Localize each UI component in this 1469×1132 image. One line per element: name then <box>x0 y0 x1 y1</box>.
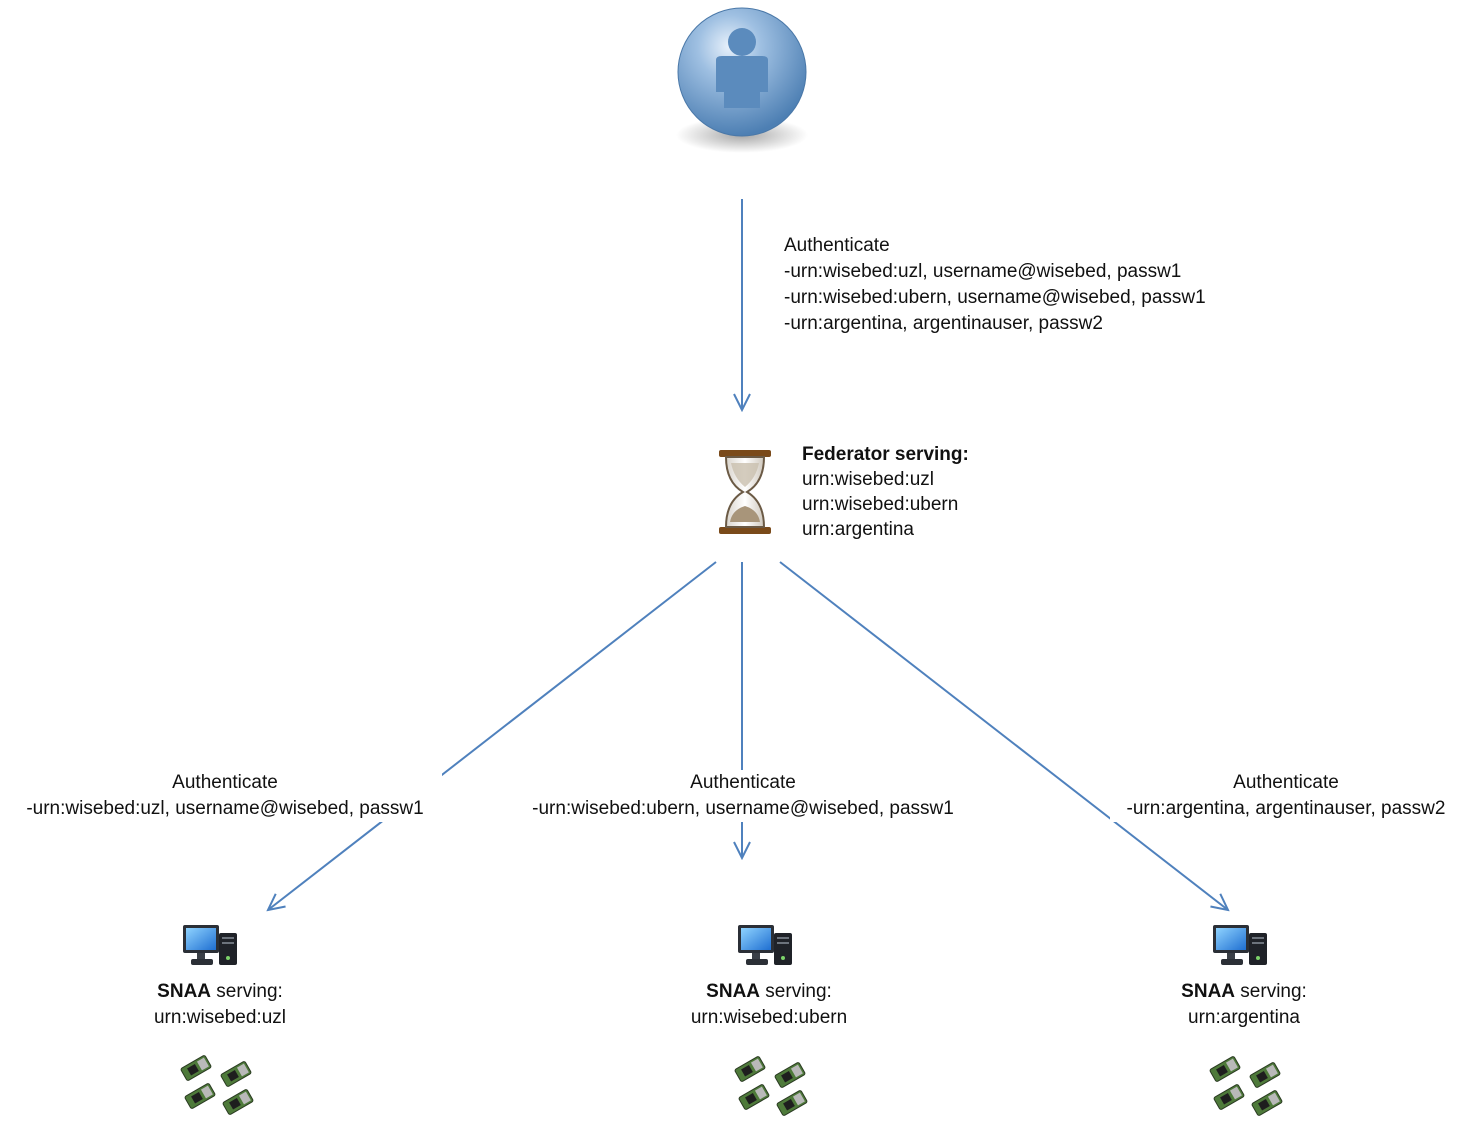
top-request-label: Authenticate -urn:wisebed:uzl, username@… <box>784 233 1206 337</box>
sensor-node-icon <box>220 1061 252 1087</box>
computer-icon <box>738 925 792 965</box>
sensor-node-icon <box>776 1090 808 1116</box>
edge-label-ubern: Authenticate -urn:wisebed:ubern, usernam… <box>512 770 974 822</box>
edge-title: Authenticate <box>1233 772 1339 793</box>
top-request-line: -urn:wisebed:ubern, username@wisebed, pa… <box>784 287 1206 308</box>
edge-line: -urn:argentina, argentinauser, passw2 <box>1126 798 1446 819</box>
top-request-line: -urn:wisebed:uzl, username@wisebed, pass… <box>784 261 1182 282</box>
sensor-node-icon <box>1251 1090 1283 1116</box>
snaa-urn: urn:argentina <box>1188 1007 1300 1028</box>
federator-label: Federator serving: urn:wisebed:uzl urn:w… <box>802 442 969 542</box>
snaa-urn: urn:wisebed:uzl <box>153 1007 287 1028</box>
edge-line: -urn:wisebed:ubern, username@wisebed, pa… <box>532 798 954 819</box>
federator-urn: urn:wisebed:ubern <box>802 494 959 515</box>
sensor-node-icon <box>1249 1062 1281 1088</box>
snaa-name: SNAA <box>706 981 761 1002</box>
snaa-label-uzl: SNAA serving: urn:wisebed:uzl <box>110 979 330 1031</box>
snaa-serving: serving: <box>760 981 832 1002</box>
snaa-urn: urn:wisebed:ubern <box>690 1007 848 1028</box>
edge-label-uzl: Authenticate -urn:wisebed:uzl, username@… <box>8 770 442 822</box>
sensor-nodes-icon <box>180 1055 254 1115</box>
sensor-node-icon <box>774 1062 806 1088</box>
snaa-name: SNAA <box>1181 981 1236 1002</box>
snaa-serving: serving: <box>1235 981 1307 1002</box>
sensor-nodes-icon <box>1209 1056 1283 1116</box>
edge-line: -urn:wisebed:uzl, username@wisebed, pass… <box>26 798 424 819</box>
snaa-label-argentina: SNAA serving: urn:argentina <box>1134 979 1354 1031</box>
edge-title: Authenticate <box>172 772 278 793</box>
sensor-node-icon <box>184 1083 216 1109</box>
snaa-serving: serving: <box>211 981 283 1002</box>
sensor-node-icon <box>1213 1084 1245 1110</box>
computer-icon <box>1213 925 1267 965</box>
sensor-node-icon <box>1209 1056 1241 1082</box>
snaa-label-ubern: SNAA serving: urn:wisebed:ubern <box>659 979 879 1031</box>
edge-title: Authenticate <box>690 772 796 793</box>
top-request-line: -urn:argentina, argentinauser, passw2 <box>784 313 1103 334</box>
arrow-federator-to-snaa-argentina <box>779 561 1228 910</box>
arrow-federator-to-snaa-uzl <box>268 561 717 910</box>
hourglass-icon <box>719 450 771 534</box>
user-icon <box>676 7 808 153</box>
sensor-nodes-icon <box>734 1056 808 1116</box>
sensor-node-icon <box>180 1055 212 1081</box>
snaa-name: SNAA <box>157 981 212 1002</box>
federator-heading: Federator serving: <box>802 444 969 465</box>
federator-urn: urn:argentina <box>802 519 914 540</box>
computer-icon <box>183 925 237 965</box>
top-request-title: Authenticate <box>784 235 890 256</box>
edge-label-argentina: Authenticate -urn:argentina, argentinaus… <box>1110 770 1462 822</box>
sensor-node-icon <box>734 1056 766 1082</box>
federator-urn: urn:wisebed:uzl <box>802 469 935 490</box>
sensor-node-icon <box>738 1084 770 1110</box>
sensor-node-icon <box>222 1089 254 1115</box>
